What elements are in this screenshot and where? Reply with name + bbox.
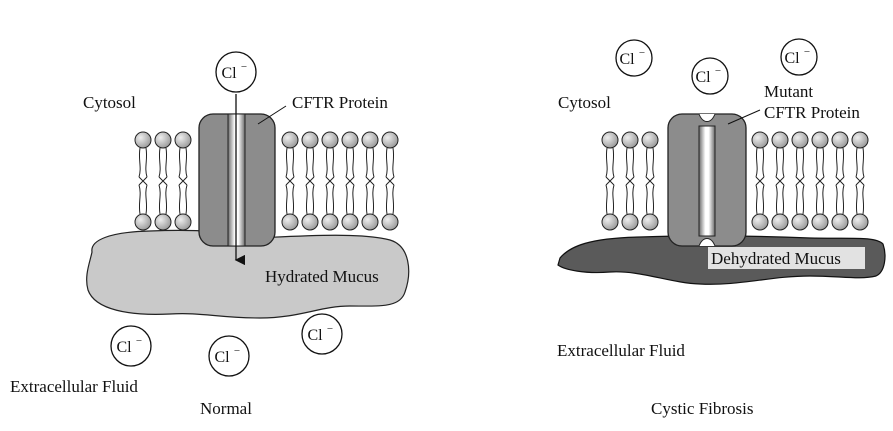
- svg-text:−: −: [234, 345, 240, 357]
- cytosol-label: Cytosol: [558, 93, 611, 112]
- svg-text:−: −: [715, 65, 721, 77]
- protein-label-line1: Mutant: [764, 82, 813, 101]
- cystic-fibrosis-panel: Cl − Cl − Cl − Cytosol Mutant CFTR Prote…: [557, 38, 886, 418]
- chloride-ion: Cl −: [301, 313, 343, 355]
- svg-text:−: −: [804, 46, 810, 58]
- extracellular-fluid-label: Extracellular Fluid: [10, 377, 138, 396]
- lipid-bilayer-left: [601, 131, 659, 231]
- svg-text:Cl: Cl: [784, 50, 800, 67]
- mutant-cftr-protein: [667, 113, 747, 247]
- chloride-ion: Cl −: [215, 51, 257, 93]
- svg-text:−: −: [327, 323, 333, 335]
- protein-label-line2: CFTR Protein: [764, 103, 860, 122]
- chloride-ion: Cl −: [110, 325, 152, 367]
- chloride-ion: Cl −: [208, 335, 250, 377]
- protein-pointer: [727, 109, 761, 125]
- lipid-bilayer-right: [281, 131, 399, 231]
- svg-text:Cl: Cl: [619, 51, 635, 68]
- svg-text:Cl: Cl: [307, 327, 323, 344]
- svg-text:Cl: Cl: [116, 339, 132, 356]
- normal-panel: Cl − Cl − Cl − Cl − Cytosol CFTR Protein…: [10, 51, 410, 418]
- extracellular-fluid-label: Extracellular Fluid: [557, 341, 685, 360]
- mucus-label: Dehydrated Mucus: [711, 249, 841, 268]
- protein-pointer: [257, 105, 287, 125]
- svg-text:−: −: [241, 61, 247, 73]
- svg-text:Cl: Cl: [695, 69, 711, 86]
- cytosol-label: Cytosol: [83, 93, 136, 112]
- lipid-bilayer-right: [751, 131, 869, 231]
- protein-label: CFTR Protein: [292, 93, 388, 112]
- mucus-label-box: [708, 247, 865, 269]
- panel-caption: Cystic Fibrosis: [651, 399, 754, 418]
- chloride-ion: Cl −: [615, 39, 653, 77]
- svg-text:−: −: [136, 335, 142, 347]
- panel-caption: Normal: [200, 399, 252, 418]
- lipid-bilayer-left: [134, 131, 192, 231]
- svg-text:Cl: Cl: [214, 349, 230, 366]
- chloride-ion: Cl −: [780, 38, 818, 76]
- chloride-ion: Cl −: [691, 57, 729, 95]
- svg-text:Cl: Cl: [221, 65, 237, 82]
- mucus-label: Hydrated Mucus: [265, 267, 379, 286]
- cftr-protein: [198, 113, 276, 247]
- svg-text:−: −: [639, 47, 645, 59]
